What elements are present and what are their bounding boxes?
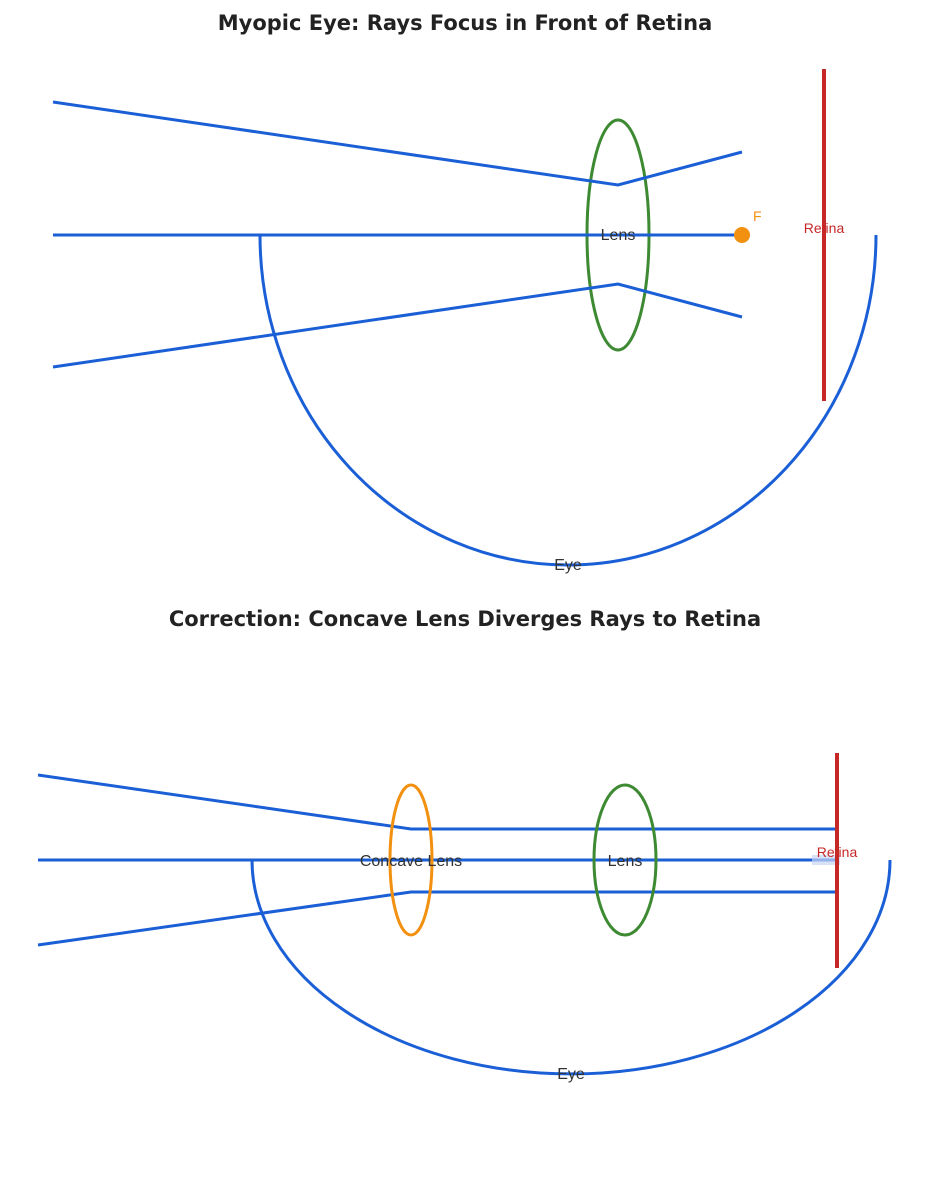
top-focus-label: F [753, 208, 762, 224]
top-ray-upper [52, 100, 743, 187]
top-eye-outline [258, 234, 878, 567]
bottom-eye-outline [250, 859, 892, 1076]
bottom-eye-label: Eye [557, 1066, 585, 1083]
bottom-concave-lens-label: Concave Lens [360, 853, 462, 870]
top-title: Myopic Eye: Rays Focus in Front of Retin… [218, 11, 713, 35]
top-ray-lower [52, 282, 743, 369]
top-lens-label: Lens [601, 227, 636, 244]
top-retina-label: Retina [804, 220, 845, 236]
bottom-panel: Correction: Concave Lens Diverges Rays t… [37, 607, 892, 1083]
bottom-retina-label: Retina [817, 844, 858, 860]
bottom-retina-label-bg [812, 855, 840, 865]
bottom-concave-lens [388, 783, 434, 937]
bottom-lens [592, 783, 658, 937]
bottom-ray-upper [37, 773, 836, 831]
bottom-title: Correction: Concave Lens Diverges Rays t… [169, 607, 761, 631]
top-eye-label: Eye [554, 557, 582, 574]
bottom-ray-lower [37, 890, 836, 947]
top-panel: Myopic Eye: Rays Focus in Front of Retin… [52, 11, 878, 574]
bottom-lens-label: Lens [608, 853, 643, 870]
top-focus-point [734, 227, 750, 243]
